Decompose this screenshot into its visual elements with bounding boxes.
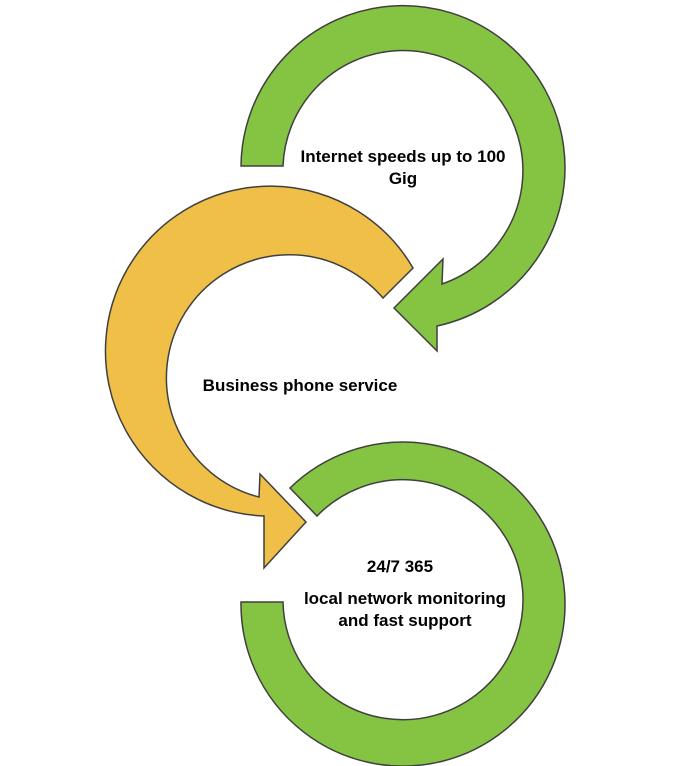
step-label-247: 24/7 365	[366, 557, 434, 576]
step-label-monitoring: local network monitoring and fast suppor…	[303, 589, 507, 630]
middle-yellow-arrow	[104, 185, 414, 570]
top-green-arrow	[240, 4, 566, 353]
step-label-internet: Internet speeds up to 100 Gig	[300, 147, 506, 188]
step-label-phone: Business phone service	[202, 376, 398, 395]
bottom-green-ring	[240, 441, 566, 766]
